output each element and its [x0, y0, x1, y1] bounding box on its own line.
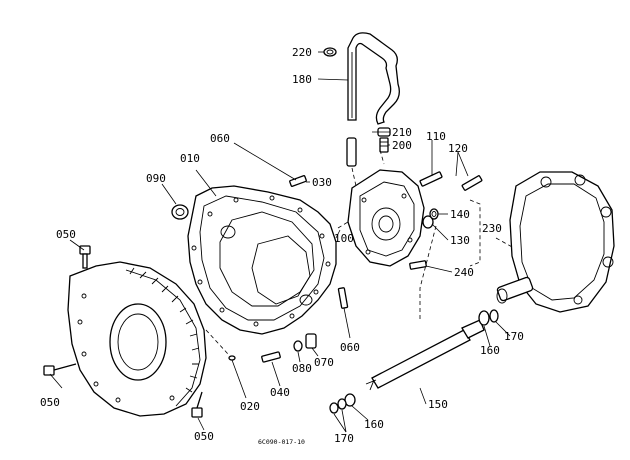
label-160-lower: 160: [364, 418, 384, 431]
label-060-upper: 060: [210, 132, 230, 145]
label-100: 100: [334, 232, 354, 245]
label-050-bottom: 050: [194, 430, 214, 443]
pin-020: [228, 355, 236, 361]
label-050-left: 050: [40, 396, 60, 409]
label-020: 020: [240, 400, 260, 413]
bolt-050-bottom: [191, 391, 203, 418]
lower-tube: [346, 137, 357, 167]
bolt-040: [261, 351, 281, 363]
label-220: 220: [292, 46, 312, 59]
flywheel-housing: [187, 185, 337, 335]
label-200: 200: [392, 139, 412, 152]
washer-080: [293, 340, 303, 352]
label-070: 070: [314, 356, 334, 369]
ring-160-upper: [478, 310, 490, 326]
bolt-050-upper: [79, 245, 91, 269]
seal-130: [422, 215, 434, 229]
label-160-upper: 160: [480, 344, 500, 357]
bolt-110: [419, 171, 443, 187]
bolt-070: [305, 333, 317, 349]
seal-140: [429, 208, 439, 220]
label-150: 150: [428, 398, 448, 411]
label-230: 230: [482, 222, 502, 235]
label-140: 140: [450, 208, 470, 221]
label-030: 030: [312, 176, 332, 189]
label-210: 210: [392, 126, 412, 139]
transmission-case: [496, 171, 615, 313]
ring-170-upper: [489, 309, 499, 323]
label-040: 040: [270, 386, 290, 399]
label-120: 120: [448, 142, 468, 155]
label-180: 180: [292, 73, 312, 86]
label-080: 080: [292, 362, 312, 375]
drawing-code: 6C090-017-10: [258, 438, 305, 446]
label-060-lower: 060: [340, 341, 360, 354]
bolt-240: [409, 260, 427, 270]
ring-170-lower: [329, 398, 347, 414]
plug-090: [171, 204, 189, 220]
label-010: 010: [180, 152, 200, 165]
label-170-lower: 170: [334, 432, 354, 445]
stud-030: [289, 175, 307, 187]
label-050-upper: 050: [56, 228, 76, 241]
label-110: 110: [426, 130, 446, 143]
label-130: 130: [450, 234, 470, 247]
bolt-050-left: [43, 363, 77, 376]
hose-clamp: [323, 47, 337, 57]
bolt-120: [461, 175, 483, 191]
flywheel-plate: [67, 261, 207, 417]
label-170-upper: 170: [504, 330, 524, 343]
label-240: 240: [454, 266, 474, 279]
stud-060-lower: [337, 287, 349, 309]
shaft-150: [365, 319, 485, 391]
case-cover: [347, 169, 425, 267]
leader-lines: [49, 51, 511, 433]
breather-tube: [347, 32, 400, 125]
label-090: 090: [146, 172, 166, 185]
